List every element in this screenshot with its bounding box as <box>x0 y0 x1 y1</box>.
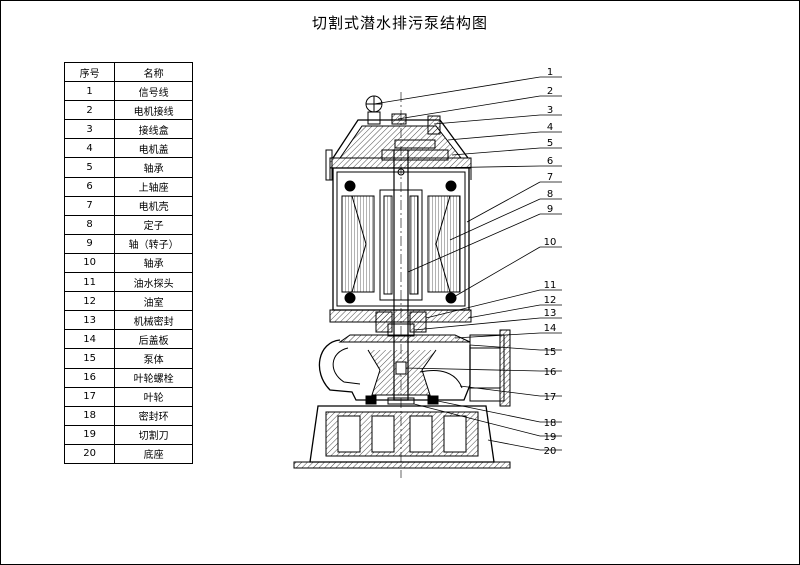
callout-20: 20 <box>544 446 557 457</box>
part-name: 轴承 <box>114 157 193 178</box>
back-cover-plate <box>338 334 471 343</box>
callout-2: 2 <box>547 86 553 97</box>
callout-14: 14 <box>544 323 557 334</box>
part-index: 8 <box>63 214 116 235</box>
part-index: 4 <box>63 138 116 159</box>
bearing-top-right <box>445 180 457 192</box>
parts-table-header: 序号 名称 <box>63 61 193 83</box>
part-index: 3 <box>63 119 116 140</box>
callout-4: 4 <box>547 122 553 133</box>
callout-15: 15 <box>544 347 557 358</box>
bearing-bottom-left <box>344 292 356 304</box>
callout-10: 10 <box>544 237 557 248</box>
drawing-title: 切割式潜水排污泵结构图 <box>311 14 488 32</box>
stator-left <box>341 195 375 293</box>
callout-8: 8 <box>547 189 553 200</box>
callout-12: 12 <box>544 295 557 306</box>
part-name: 接线盒 <box>114 119 193 140</box>
callout-9: 9 <box>547 204 553 215</box>
upper-bearing-seat <box>329 157 472 169</box>
rotor <box>379 189 423 301</box>
cutter <box>387 397 415 405</box>
callout-6: 6 <box>547 156 553 167</box>
part-index: 2 <box>63 100 116 121</box>
part-index: 14 <box>63 329 116 350</box>
callout-17: 17 <box>544 392 557 403</box>
pump-volute <box>318 339 471 401</box>
part-index: 9 <box>63 233 116 254</box>
part-index: 5 <box>63 157 116 178</box>
oil-chamber <box>329 309 472 323</box>
callout-numbers: 1 2 3 4 5 6 7 8 9 10 11 12 13 14 15 16 1… <box>544 67 557 457</box>
part-name: 电机壳 <box>114 195 193 216</box>
callout-19: 19 <box>544 432 557 443</box>
part-name: 轴（转子） <box>114 233 193 254</box>
part-name: 底座 <box>114 443 193 464</box>
part-name: 定子 <box>114 214 193 235</box>
part-name: 上轴座 <box>114 176 193 197</box>
part-index: 7 <box>63 195 116 216</box>
callout-13: 13 <box>544 308 557 319</box>
callout-16: 16 <box>544 367 557 378</box>
callout-11: 11 <box>544 280 557 291</box>
part-name: 电机盖 <box>114 138 193 159</box>
seal-ring-left <box>365 395 377 405</box>
impeller-bolt <box>395 361 407 375</box>
callout-1: 1 <box>547 67 553 78</box>
part-index: 20 <box>63 443 116 464</box>
leader-lines <box>373 76 562 451</box>
bearing-bottom-right <box>445 292 457 304</box>
callout-18: 18 <box>544 418 557 429</box>
part-index: 6 <box>63 176 116 197</box>
callout-7: 7 <box>547 172 553 183</box>
bearing-top-left <box>344 180 356 192</box>
callout-3: 3 <box>547 105 553 116</box>
callout-5: 5 <box>547 138 553 149</box>
stator-right <box>427 195 461 293</box>
